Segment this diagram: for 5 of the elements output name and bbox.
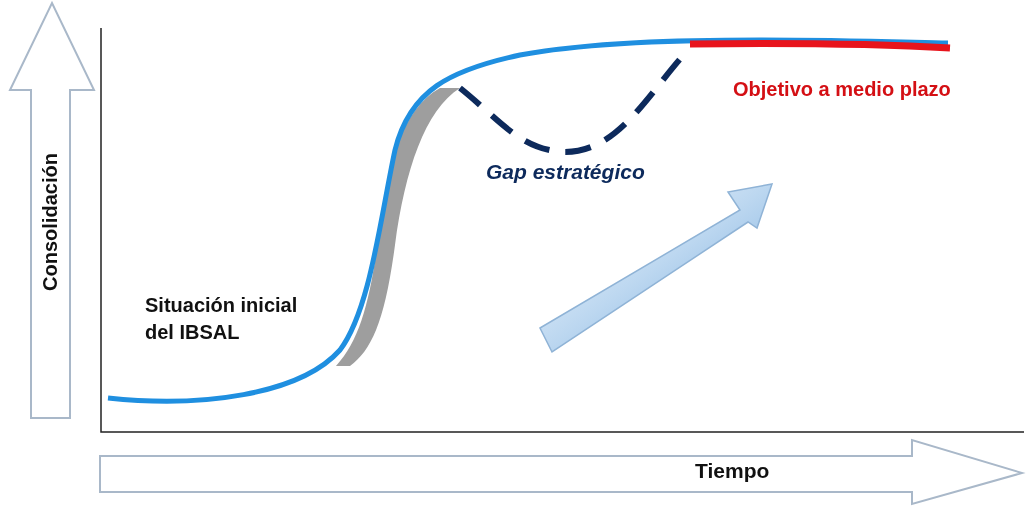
axis-title: Consolidación <box>38 153 62 291</box>
axis-title: Tiempo <box>695 459 770 483</box>
gap-label: Gap estratégico <box>486 160 645 184</box>
curve-annotation: Situación inicial del IBSAL <box>145 293 299 345</box>
target-label: Objetivo a medio plazo <box>733 78 951 101</box>
